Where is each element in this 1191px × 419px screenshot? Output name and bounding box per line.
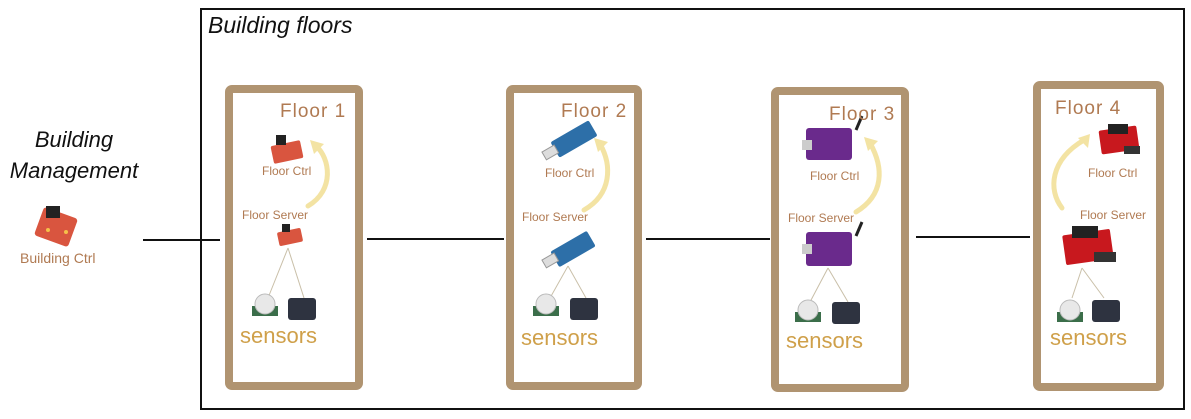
arrowhead-icon xyxy=(1078,134,1090,148)
floor-4-server-board-icon xyxy=(1062,226,1116,265)
arrow-icon xyxy=(305,143,330,209)
floor-1-ctrl-board-icon xyxy=(270,135,304,164)
floor-4-ctrl-board-icon xyxy=(1098,124,1140,155)
floor-4-sensors-icon xyxy=(1057,299,1120,322)
floor-3-server-label: Floor Server xyxy=(788,211,855,225)
floor-2-sensors-label: sensors xyxy=(521,325,599,350)
floor-2-server-board-icon xyxy=(541,231,595,269)
arrowhead-icon xyxy=(594,138,608,152)
building-ctrl-board-icon xyxy=(34,206,78,247)
arrow-icon xyxy=(853,140,882,215)
floor-4-title: Floor 4 xyxy=(1055,98,1122,119)
floor-2-server-label: Floor Server xyxy=(522,210,589,224)
floor-1-server-board-icon xyxy=(277,224,303,246)
floor-3-sensors-label: sensors xyxy=(786,328,864,353)
floor-4-ctrl-label: Floor Ctrl xyxy=(1088,166,1138,180)
floor-1-sensors-icon xyxy=(252,293,316,320)
building-management-line2: Management xyxy=(9,158,139,183)
floor-1-title: Floor 1 xyxy=(280,101,347,122)
arrow-icon xyxy=(581,141,611,213)
building-management-line1: Building xyxy=(34,127,114,152)
floor-2-ctrl-board-icon xyxy=(541,120,597,161)
diagram-title: Building floors xyxy=(208,12,353,38)
arrowhead-icon xyxy=(310,140,324,154)
building-floors-frame xyxy=(200,8,1185,410)
floor-1-server-label: Floor Server xyxy=(242,208,309,222)
floor-2-ctrl-label: Floor Ctrl xyxy=(545,166,595,180)
floor-2-sensors-icon xyxy=(533,293,598,320)
arrowhead-icon xyxy=(864,137,878,151)
floor-3-ctrl-label: Floor Ctrl xyxy=(810,169,860,183)
building-ctrl-label: Building Ctrl xyxy=(20,250,96,266)
floor-3-sensors-icon xyxy=(795,299,860,324)
floor-4-sensors-label: sensors xyxy=(1050,325,1128,350)
floor-1-ctrl-label: Floor Ctrl xyxy=(262,164,312,178)
floor-4-server-label: Floor Server xyxy=(1080,208,1147,222)
floor-2-title: Floor 2 xyxy=(561,101,628,122)
arrow-icon xyxy=(1051,137,1087,211)
building-management-label: Building Management xyxy=(0,124,148,186)
floor-3-title: Floor 3 xyxy=(829,104,896,125)
floor-3-ctrl-board-icon xyxy=(802,115,864,160)
floor-1-sensors-label: sensors xyxy=(240,323,318,348)
floor-3-server-board-icon xyxy=(802,221,864,266)
